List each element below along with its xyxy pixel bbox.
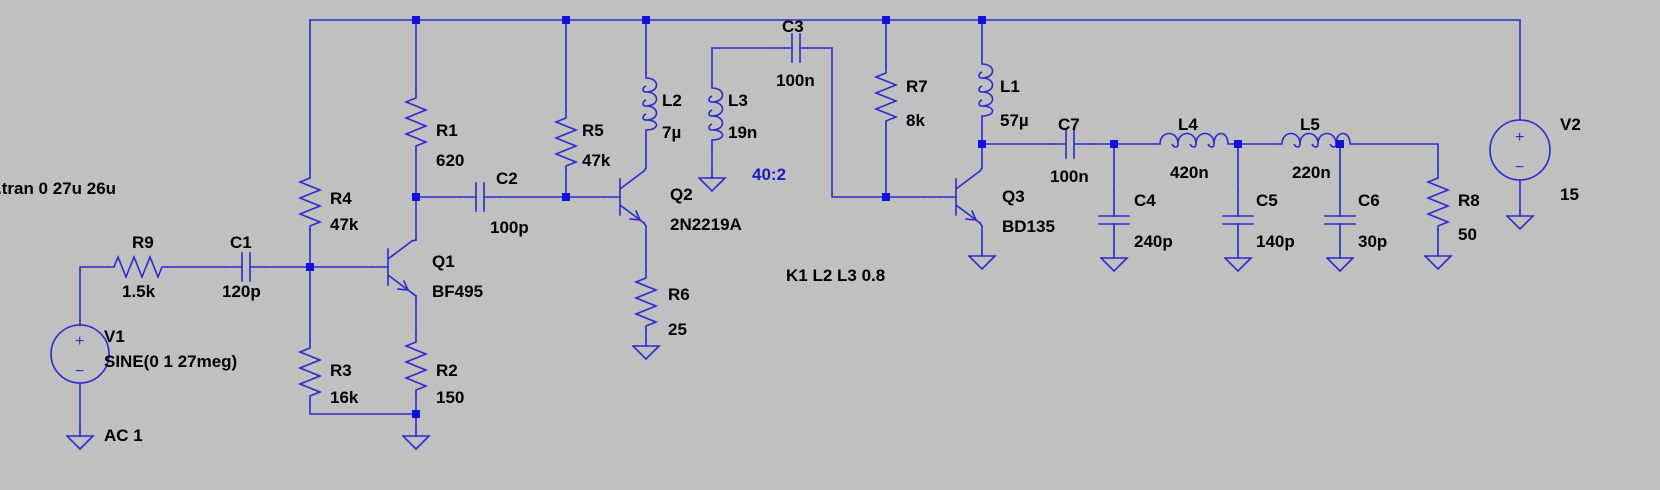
- q2-name: Q2: [670, 185, 693, 204]
- c3-value: 100n: [776, 71, 815, 90]
- inductor-l1[interactable]: [978, 57, 994, 123]
- r6-value: 25: [668, 320, 687, 339]
- ground-icon: [698, 171, 726, 192]
- c5-name: C5: [1256, 191, 1278, 210]
- c3-name: C3: [782, 17, 804, 36]
- ground-icon: [1100, 251, 1128, 272]
- junction-dots: [306, 16, 1344, 418]
- capacitor-c4[interactable]: [1098, 189, 1130, 251]
- v2-name: V2: [1560, 115, 1581, 134]
- transistor-q3[interactable]: [939, 170, 981, 224]
- r1-name: R1: [436, 121, 458, 140]
- l5-name: L5: [1300, 115, 1320, 134]
- l3-name: L3: [728, 91, 748, 110]
- l4-value: 420n: [1170, 163, 1209, 182]
- l5-value: 220n: [1292, 163, 1331, 182]
- c7-name: C7: [1058, 115, 1080, 134]
- c5-value: 140p: [1256, 232, 1295, 251]
- v1-name: V1: [104, 327, 125, 346]
- transistor-q1[interactable]: [371, 240, 413, 294]
- voltage-source-v2[interactable]: + −: [1489, 119, 1551, 181]
- l4-name: L4: [1178, 115, 1198, 134]
- r9-name: R9: [132, 233, 154, 252]
- voltage-source-v1[interactable]: + −: [50, 324, 110, 384]
- c1-value: 120p: [222, 282, 261, 301]
- coupling-directive[interactable]: K1 L2 L3 0.8: [786, 266, 885, 285]
- c2-name: C2: [496, 169, 518, 188]
- q1-value: BF495: [432, 282, 483, 301]
- c1-name: C1: [230, 233, 252, 252]
- l3-value: 19n: [728, 123, 757, 142]
- plus-sign: +: [1515, 129, 1524, 146]
- l2-value: 7µ: [662, 123, 681, 142]
- r2-value: 150: [436, 388, 464, 407]
- r4-name: R4: [330, 189, 352, 208]
- r6-name: R6: [668, 285, 690, 304]
- ground-icon: [1424, 249, 1452, 270]
- c6-value: 30p: [1358, 232, 1387, 251]
- l1-value: 57µ: [1000, 111, 1029, 130]
- minus-sign: −: [1515, 159, 1524, 176]
- r7-value: 8k: [906, 111, 925, 130]
- resistor-r7[interactable]: [875, 64, 897, 126]
- resistor-r9[interactable]: [107, 256, 169, 278]
- resistor-r4[interactable]: [299, 169, 321, 231]
- r2-name: R2: [436, 361, 458, 380]
- transistor-q2[interactable]: [603, 170, 645, 224]
- c4-value: 240p: [1134, 232, 1173, 251]
- inductor-l4[interactable]: [1153, 132, 1235, 148]
- q2-value: 2N2219A: [670, 215, 742, 234]
- v1-ac: AC 1: [104, 426, 143, 445]
- ground-icon: [1224, 251, 1252, 272]
- ground-icon: [632, 339, 660, 360]
- resistor-r6[interactable]: [635, 269, 657, 331]
- r9-value: 1.5k: [122, 282, 156, 301]
- tran-directive[interactable]: .tran 0 27u 26u: [0, 179, 116, 198]
- r5-name: R5: [582, 121, 604, 140]
- r3-value: 16k: [330, 388, 359, 407]
- capacitor-c3[interactable]: [775, 33, 817, 63]
- v2-value: 15: [1560, 185, 1579, 204]
- minus-sign: −: [75, 363, 84, 380]
- r5-value: 47k: [582, 151, 611, 170]
- l2-name: L2: [662, 91, 682, 110]
- c2-value: 100p: [490, 218, 529, 237]
- r4-value: 47k: [330, 215, 359, 234]
- q3-value: BD135: [1002, 217, 1055, 236]
- capacitor-c7[interactable]: [1049, 129, 1091, 159]
- capacitor-c2[interactable]: [459, 182, 501, 212]
- r7-name: R7: [906, 77, 928, 96]
- inductor-l2[interactable]: [642, 71, 658, 137]
- inductor-l3[interactable]: [708, 81, 724, 147]
- ground-icon: [968, 249, 996, 270]
- q1-name: Q1: [432, 252, 455, 271]
- ground-icon: [66, 429, 94, 450]
- resistor-r2[interactable]: [405, 333, 427, 395]
- capacitor-c1[interactable]: [225, 252, 267, 282]
- resistor-r8[interactable]: [1427, 169, 1449, 231]
- r8-name: R8: [1458, 191, 1480, 210]
- r3-name: R3: [330, 361, 352, 380]
- c6-name: C6: [1358, 191, 1380, 210]
- plus-sign: +: [75, 333, 84, 350]
- c7-value: 100n: [1050, 167, 1089, 186]
- turns-ratio: 40:2: [752, 165, 786, 184]
- q3-name: Q3: [1002, 187, 1025, 206]
- ground-icon: [402, 429, 430, 450]
- resistor-r1[interactable]: [405, 89, 427, 151]
- l1-name: L1: [1000, 77, 1020, 96]
- r1-value: 620: [436, 151, 464, 170]
- c4-name: C4: [1134, 191, 1156, 210]
- resistor-r3[interactable]: [299, 339, 321, 401]
- capacitor-c5[interactable]: [1222, 189, 1254, 251]
- v1-value: SINE(0 1 27meg): [104, 352, 237, 371]
- r8-value: 50: [1458, 225, 1477, 244]
- ground-icon: [1326, 251, 1354, 272]
- wires: [79, 19, 1521, 431]
- ground-icon: [1506, 209, 1534, 230]
- capacitor-c6[interactable]: [1324, 189, 1356, 251]
- resistor-r5[interactable]: [555, 109, 577, 171]
